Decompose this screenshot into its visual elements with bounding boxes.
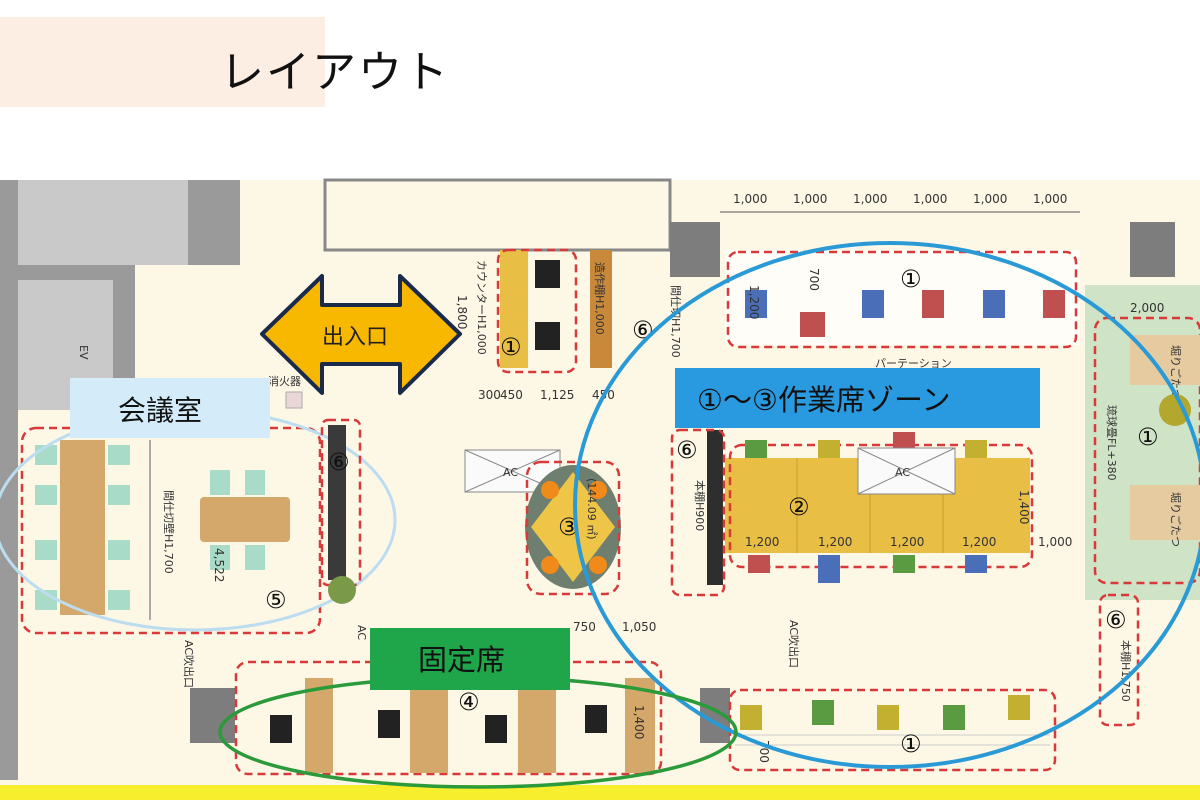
- svg-text:2,000: 2,000: [1130, 301, 1164, 315]
- svg-text:①: ①: [900, 265, 922, 293]
- svg-text:カウンターH1,000: カウンターH1,000: [475, 260, 488, 355]
- bookshelf-mid: ⑥ 本棚H900: [670, 428, 726, 597]
- svg-text:琉球畳FL+380: 琉球畳FL+380: [1105, 405, 1119, 481]
- svg-text:堀りごたつ: 堀りごたつ: [1169, 492, 1183, 547]
- work-zone-label-box: [675, 368, 1040, 428]
- top-dimensions: 1,000 1,000 1,000 1,000 1,000 1,000: [720, 192, 1080, 213]
- svg-text:1,200: 1,200: [818, 535, 852, 549]
- pillar: [670, 222, 720, 277]
- svg-text:1,000: 1,000: [793, 192, 827, 206]
- work-zone-label: ①～③作業席ゾーン: [697, 383, 951, 417]
- pillar: [1130, 222, 1175, 277]
- title-band: [0, 17, 325, 107]
- fire-extinguisher: [285, 391, 303, 409]
- svg-text:間仕切壁H1,700: 間仕切壁H1,700: [162, 490, 176, 574]
- svg-text:1,400: 1,400: [632, 705, 646, 739]
- svg-text:1,200: 1,200: [962, 535, 996, 549]
- bookshelf-right: ⑥ 本棚H1,750: [1098, 593, 1140, 727]
- work-zone-outline: [573, 241, 1200, 769]
- page-title: レイアウト: [220, 47, 450, 98]
- svg-text:1,050: 1,050: [622, 620, 656, 634]
- svg-text:間仕切H1,700: 間仕切H1,700: [669, 285, 682, 358]
- svg-text:1,400: 1,400: [1017, 490, 1031, 524]
- meeting-room: 間仕切壁H1,700 4,522 ⑤: [20, 426, 322, 635]
- fixed-seats-label: 固定席: [418, 643, 505, 677]
- entrance-arrow: 出入口: [260, 274, 462, 395]
- svg-text:1,200: 1,200: [745, 535, 779, 549]
- bottom-strip: [0, 785, 1200, 800]
- svg-text:300: 300: [478, 388, 501, 402]
- ac-label: AC: [355, 625, 368, 640]
- svg-text:⑥: ⑥: [328, 448, 350, 476]
- svg-text:1,000: 1,000: [853, 192, 887, 206]
- bookshelf-left: ⑥: [320, 418, 362, 604]
- svg-text:①: ①: [1137, 423, 1159, 451]
- svg-text:4,522: 4,522: [212, 548, 226, 582]
- svg-text:1,800: 1,800: [455, 295, 469, 329]
- svg-text:450: 450: [500, 388, 523, 402]
- svg-text:パーテーション: パーテーション: [875, 357, 952, 370]
- svg-text:本棚H900: 本棚H900: [693, 480, 707, 531]
- svg-text:①: ①: [900, 730, 922, 758]
- booth-row-top: ① 700 1,200 パーテーション: [725, 250, 1080, 370]
- ac-outlet-right: AC吹出口: [787, 620, 801, 668]
- svg-text:1,000: 1,000: [973, 192, 1007, 206]
- fire-extinguisher-label: 消火器: [268, 374, 301, 388]
- round-table: ③ (144.09 ㎡): [525, 460, 621, 596]
- meeting-room-label: 会議室: [118, 394, 202, 427]
- svg-text:①: ①: [500, 333, 522, 361]
- svg-text:⑤: ⑤: [265, 586, 287, 614]
- fixed-seats-label-box: [370, 628, 570, 690]
- svg-text:1,200: 1,200: [747, 285, 761, 319]
- svg-text:(144.09 ㎡): (144.09 ㎡): [585, 478, 598, 540]
- svg-text:⑥: ⑥: [1105, 606, 1127, 634]
- svg-text:AC: AC: [503, 466, 518, 479]
- ev-label: EV: [77, 345, 90, 360]
- svg-text:1,000: 1,000: [913, 192, 947, 206]
- svg-text:⑥: ⑥: [676, 436, 698, 464]
- entrance-label: 出入口: [322, 325, 388, 350]
- svg-text:本棚H1,750: 本棚H1,750: [1119, 640, 1133, 702]
- reception-counter: ① カウンターH1,000 1,800 造作棚H1,000 300 450 1,…: [455, 248, 682, 402]
- tatami-area: 2,000 堀りごたつ 堀りごたつ 琉球畳FL+380 ①: [1085, 285, 1200, 600]
- meeting-room-label-box: [70, 378, 270, 438]
- svg-text:④: ④: [458, 688, 480, 716]
- svg-text:1,000: 1,000: [733, 192, 767, 206]
- desk-cluster: AC ② 1,200 1,200 1,200 1,200 1,400 1,000: [725, 432, 1072, 583]
- svg-text:700: 700: [807, 268, 821, 291]
- svg-text:750: 750: [573, 620, 596, 634]
- svg-text:1,000: 1,000: [1033, 192, 1067, 206]
- ac-outlet-left: AC吹出口: [182, 640, 196, 688]
- left-wall: [0, 410, 18, 780]
- svg-text:1,125: 1,125: [540, 388, 574, 402]
- svg-text:1,000: 1,000: [1038, 535, 1072, 549]
- svg-text:1,200: 1,200: [890, 535, 924, 549]
- top-room: [323, 178, 672, 252]
- pillar: [190, 688, 235, 743]
- stair-block: [18, 180, 188, 265]
- svg-text:②: ②: [788, 493, 810, 521]
- svg-text:AC: AC: [895, 466, 910, 479]
- svg-text:造作棚H1,000: 造作棚H1,000: [593, 262, 607, 335]
